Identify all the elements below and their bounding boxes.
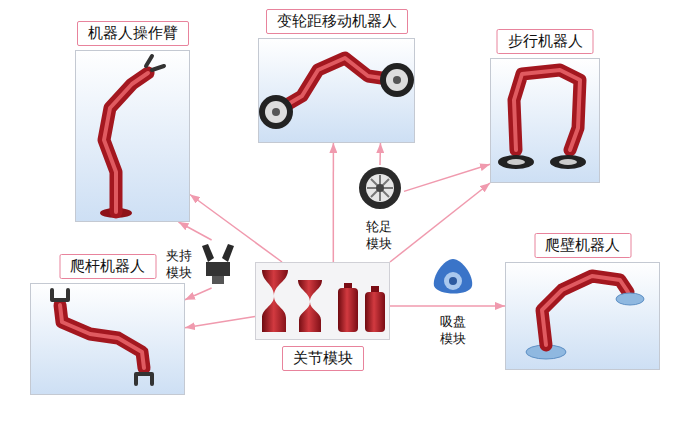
arm-highlight	[278, 58, 395, 110]
connector-arrow	[379, 143, 381, 165]
joint-module	[298, 280, 322, 332]
panel-heading: 机器人操作臂	[77, 21, 189, 46]
arm-highlight	[104, 73, 148, 212]
wheel-symbol	[550, 155, 586, 169]
gripper-finger	[222, 244, 234, 262]
panel-heading: 步行机器人	[497, 29, 594, 54]
wheel-axle	[393, 76, 401, 84]
wheel-hub	[265, 101, 287, 123]
robot-panel: 爬壁机器人	[505, 262, 660, 370]
panel-ground	[505, 262, 660, 370]
wheel-axle	[272, 108, 280, 116]
robot-panel: 步行机器人	[490, 58, 600, 183]
robot-arm	[104, 73, 148, 212]
panel-ground	[30, 283, 185, 395]
arm-highlight	[514, 70, 580, 150]
wheel-hub	[507, 159, 525, 165]
wheel-rim	[366, 174, 394, 202]
joint-module	[262, 270, 288, 332]
wheel-hub	[386, 69, 408, 91]
gripper-mount	[212, 276, 224, 284]
module-label: 夹持 模块	[166, 248, 193, 282]
joint-nub	[371, 286, 379, 293]
wheel-hub	[559, 159, 577, 165]
wheel-spokes	[367, 175, 393, 201]
center-label: 关节模块	[282, 346, 364, 371]
wheel-symbol	[498, 155, 534, 169]
suction-core	[449, 277, 457, 285]
joint-module	[338, 288, 358, 332]
arm-highlight	[60, 305, 144, 368]
wheel-symbol	[259, 95, 293, 129]
robot-panel: 变轮距移动机器人	[258, 38, 415, 143]
panel-ground	[255, 262, 390, 340]
panel-ground	[490, 58, 600, 183]
robot-arm	[60, 305, 144, 368]
wheel-symbol	[359, 167, 401, 209]
robot-panel: 爬杆机器人	[30, 283, 185, 395]
connector-arrow	[179, 222, 212, 240]
module-label: 轮足 模块	[366, 219, 393, 253]
robot-arm	[278, 58, 395, 110]
connector-arrow	[404, 164, 490, 191]
panel-ground	[258, 38, 415, 143]
gripper-body	[206, 262, 230, 276]
panel-heading: 爬壁机器人	[534, 233, 631, 258]
connector-arrow	[185, 317, 255, 328]
wheel-symbol	[380, 63, 414, 97]
connector-arrow	[390, 305, 505, 307]
wheel-axle	[376, 184, 384, 192]
connector-arrow	[190, 194, 282, 262]
suction-cup	[616, 293, 644, 305]
gripper-symbol	[52, 290, 68, 300]
module-node: 夹持 模块	[166, 240, 242, 288]
connector-arrow	[185, 288, 212, 300]
connector-arrow	[390, 183, 490, 262]
suction-center	[444, 272, 462, 290]
joint-module	[365, 292, 385, 332]
robot-panel: 机器人操作臂	[75, 50, 190, 222]
gripper-symbol	[136, 374, 152, 384]
gripper-finger	[202, 244, 214, 262]
suction-symbol	[434, 259, 472, 294]
panel-ground	[75, 50, 190, 222]
robot-arm	[542, 276, 628, 345]
module-node: 轮足 模块	[356, 165, 404, 253]
connector-arrow	[333, 143, 335, 262]
panel-heading: 变轮距移动机器人	[266, 9, 408, 34]
joint-panel: 关节模块	[255, 262, 390, 340]
gripper-symbol	[146, 56, 164, 70]
module-label: 吸盘 模块	[440, 314, 467, 348]
arm-highlight	[542, 276, 628, 345]
panel-heading: 爬杆机器人	[59, 254, 156, 279]
module-node: 吸盘 模块	[430, 256, 478, 348]
robot-arm	[514, 70, 580, 150]
